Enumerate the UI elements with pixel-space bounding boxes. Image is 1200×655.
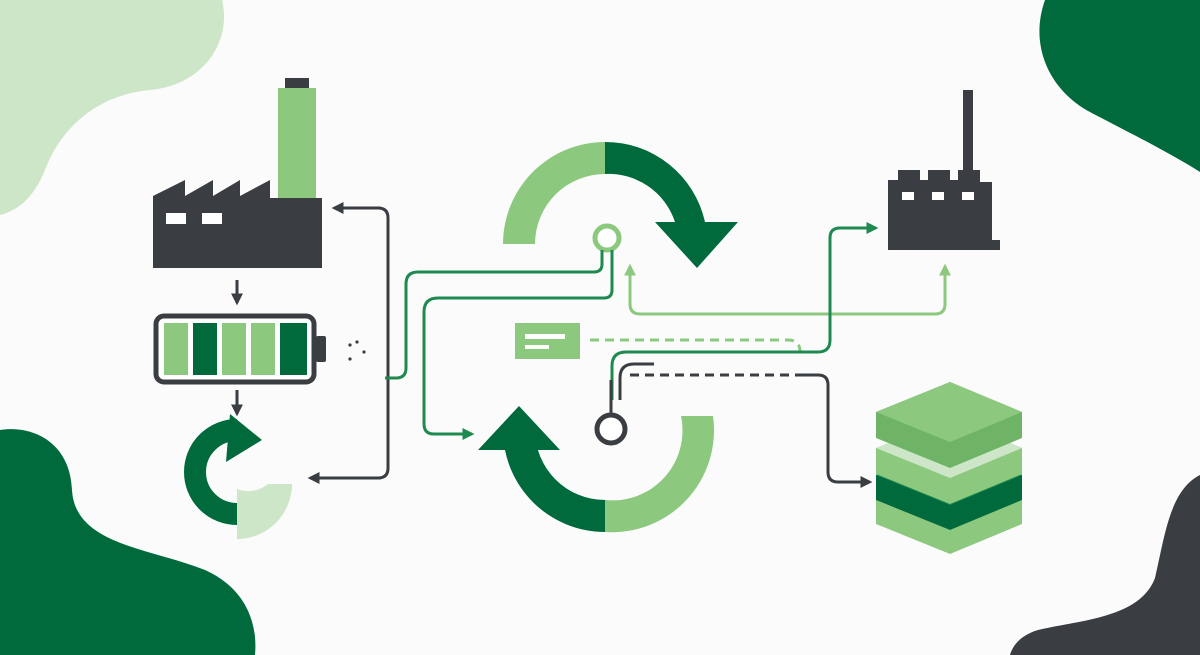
process-node-icon-bottom [594,412,628,446]
dots-icon [348,340,366,361]
recycle-arc-icon [184,414,292,539]
battery-icon [153,313,326,385]
battery-cell [251,323,275,375]
factory-icon [153,78,322,268]
corner-blob-bottom-left [0,429,256,655]
wire-light-loop [628,266,947,316]
corner-blob-top-right [1039,0,1200,172]
battery-cell [164,323,188,375]
corner-blob-bottom-right [1010,475,1200,655]
battery-cell [193,323,217,375]
circular-arrows-icon [478,141,738,533]
battery-cell [222,323,246,375]
wire-to-small-factory [610,222,879,400]
dashed-line-light [590,338,802,353]
layer-stack-icon [876,382,1022,554]
connector-bracket-left [307,206,390,484]
corner-blob-top-left [0,0,225,215]
battery-cell [280,323,307,375]
process-node-icon [592,223,622,253]
wire-node-to-battery [385,250,604,380]
wire-node-to-lower-arc [422,250,614,440]
small-factory-icon [888,90,1000,250]
wire-to-layer-stack [618,362,868,484]
label-card-icon [515,323,580,359]
